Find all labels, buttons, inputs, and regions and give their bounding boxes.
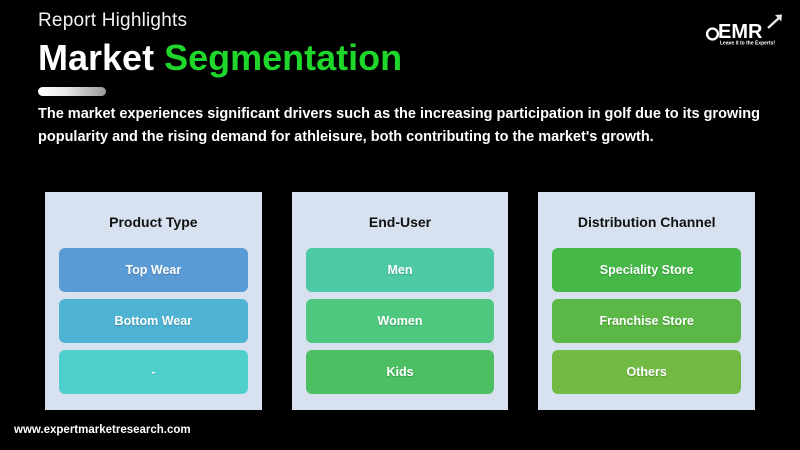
segment-chip[interactable]: - [59,350,248,394]
header-block: Report Highlights Market Segmentation [38,10,402,97]
logo-arrow-icon [767,14,782,29]
segment-chip[interactable]: Bottom Wear [59,299,248,343]
segmentation-columns: Product Type Top Wear Bottom Wear - End-… [45,192,756,410]
description-text: The market experiences significant drive… [38,106,760,146]
page-title-part-1: Market [38,36,155,78]
footer-url[interactable]: www.expertmarketresearch.com [14,424,191,436]
panel-title: Product Type [109,214,198,230]
svg-text:Leave it to the Experts!: Leave it to the Experts! [720,41,775,47]
panel-title: End-User [368,214,432,230]
segment-panel-product-type: Product Type Top Wear Bottom Wear - [45,192,262,410]
segment-chip[interactable]: Others [552,350,742,394]
title-underline-bar [38,87,106,97]
segment-chip[interactable]: Speciality Store [552,248,742,292]
page-title: Market Segmentation [38,37,402,78]
segment-chip[interactable]: Kids [305,350,495,394]
segment-chip[interactable]: Top Wear [59,248,248,292]
segment-panel-distribution-channel: Distribution Channel Speciality Store Fr… [538,192,756,410]
svg-text:EMR: EMR [718,21,763,43]
page-title-part-2: Segmentation [164,36,403,78]
segment-chip[interactable]: Franchise Store [552,299,742,343]
emr-logo: EMR Leave it to the Experts! [696,8,788,50]
segment-chip[interactable]: Women [305,299,495,343]
eyebrow-text: Report Highlights [38,10,188,31]
logo-ring-icon [705,27,720,41]
segment-chip[interactable]: Men [305,248,495,292]
panel-title: Distribution Channel [577,214,716,230]
segment-panel-end-user: End-User Men Women Kids [291,192,509,410]
